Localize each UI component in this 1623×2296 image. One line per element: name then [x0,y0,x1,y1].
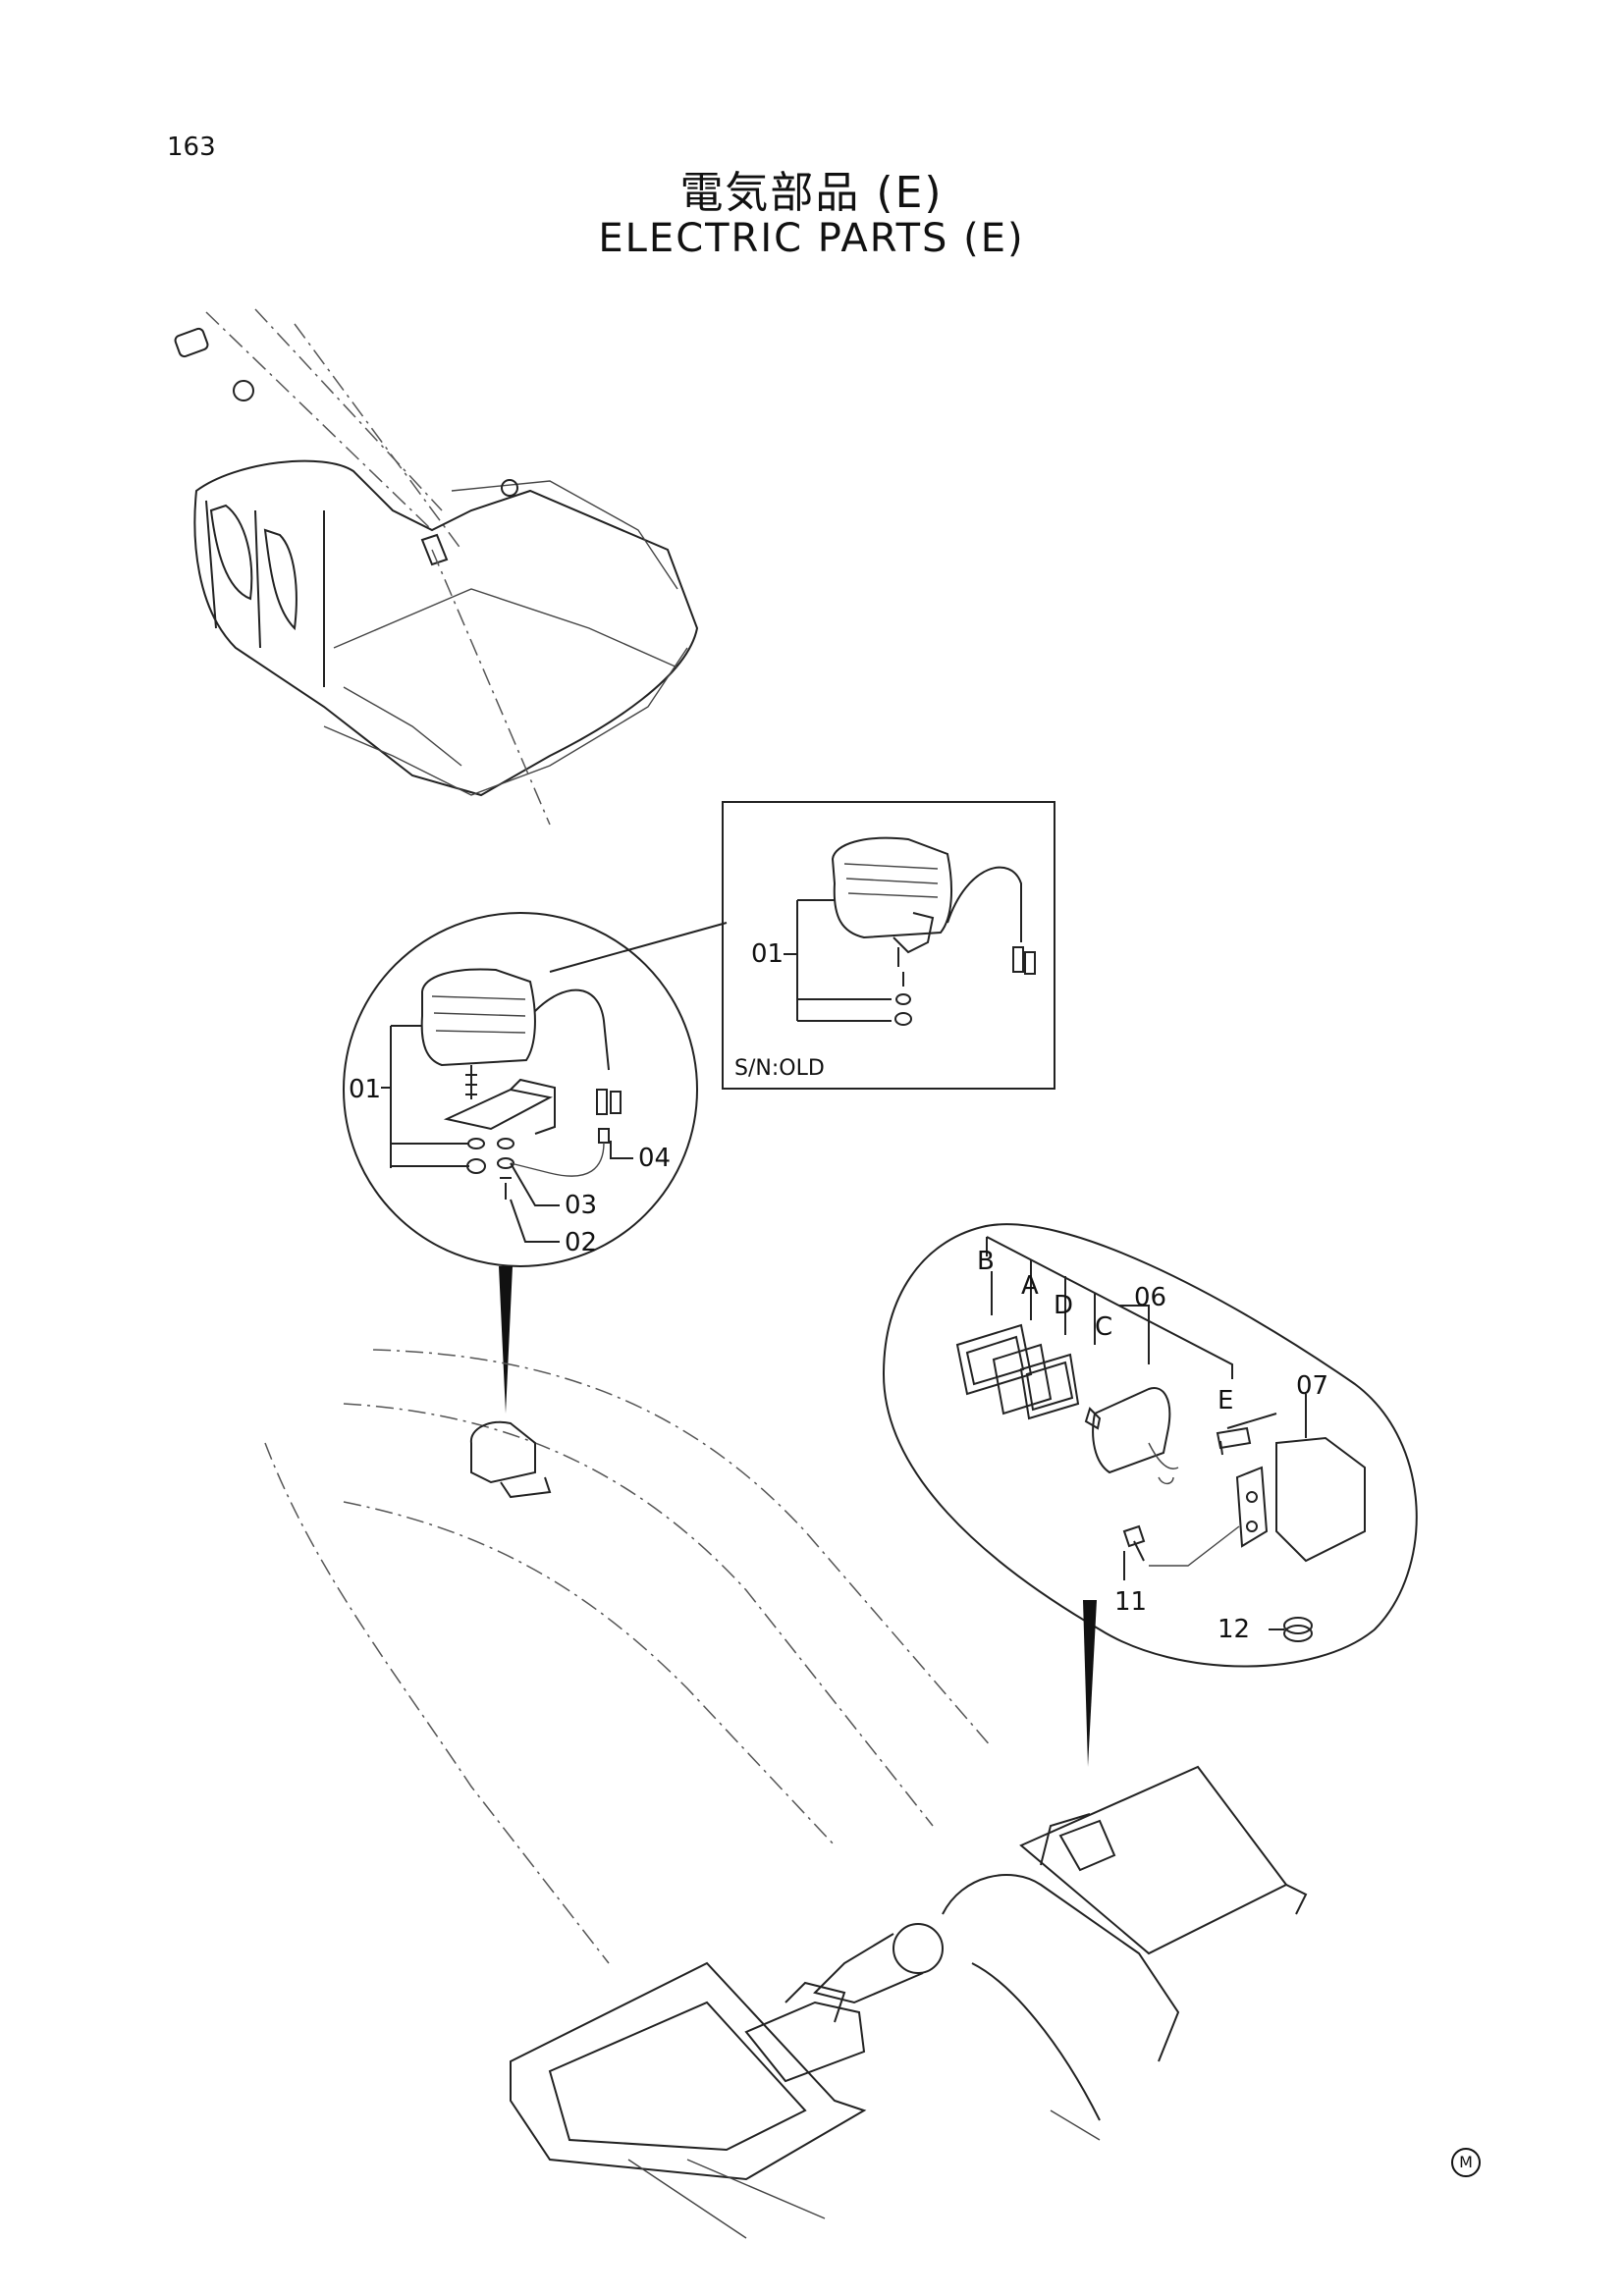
inset-old-serial: 01 S/N:OLD [722,801,1055,1090]
callout-02: 02 [565,1228,597,1257]
callout-E: E [1217,1386,1233,1415]
excavator-overview-illustration [174,308,699,826]
page-title-english: ELECTRIC PARTS (E) [598,216,1025,261]
callout-12: 12 [1217,1615,1250,1644]
callout-03: 03 [565,1191,597,1220]
callout-07: 07 [1296,1371,1328,1401]
footer-mark-symbol: M [1451,2148,1481,2177]
callout-D: D [1054,1291,1073,1320]
callout-11: 11 [1114,1587,1147,1617]
callout-C: C [1095,1312,1112,1342]
callout-06: 06 [1134,1283,1166,1312]
lower-machine-illustration [264,1349,1308,2239]
page-number: 163 [167,133,216,162]
inset-callout-01: 01 [751,939,784,969]
right-detail-oval: B A D C 06 E 07 11 12 [882,1223,1418,1767]
callout-01: 01 [349,1075,381,1104]
callout-A: A [1021,1271,1039,1301]
left-detail-circle: 01 02 03 04 [343,912,728,1414]
page-title-japanese: 電気部品 (E) [679,168,944,218]
callout-B: B [977,1247,995,1276]
callout-04: 04 [638,1144,671,1173]
serial-note: S/N:OLD [734,1056,825,1081]
